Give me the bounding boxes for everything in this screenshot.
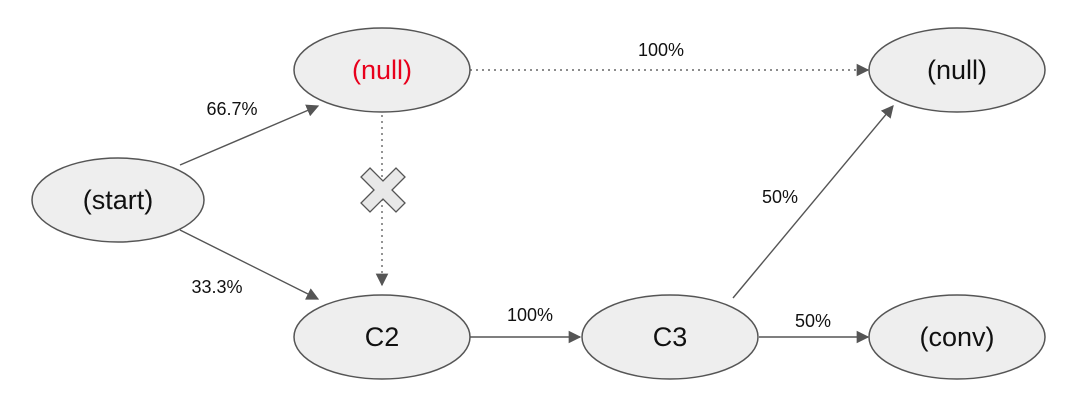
edge-start-to-null <box>179 104 320 166</box>
node-c2: C2 <box>293 294 471 380</box>
edge-label-start-to-null: 66.7% <box>206 99 257 119</box>
node-conv-label: (conv) <box>919 322 994 352</box>
node-null-right: (null) <box>868 27 1046 113</box>
edge-label-c3-to-null: 50% <box>762 187 798 207</box>
edge-label-start-to-c2: 33.3% <box>191 277 242 297</box>
edge-label-null-to-null: 100% <box>638 40 684 60</box>
node-start-label: (start) <box>83 185 154 215</box>
node-c3: C3 <box>581 294 759 380</box>
node-c2-label: C2 <box>365 322 400 352</box>
cross-icon <box>360 167 406 213</box>
node-null-top-label: (null) <box>352 55 412 85</box>
node-null-top: (null) <box>293 27 471 113</box>
node-conv: (conv) <box>868 294 1046 380</box>
edge-label-c3-to-conv: 50% <box>795 311 831 331</box>
edge-c3-to-null <box>732 105 894 299</box>
node-start: (start) <box>31 157 205 243</box>
node-null-right-label: (null) <box>927 55 987 85</box>
edge-label-c2-to-c3: 100% <box>507 305 553 325</box>
edge-start-to-c2 <box>179 229 320 300</box>
node-c3-label: C3 <box>653 322 688 352</box>
